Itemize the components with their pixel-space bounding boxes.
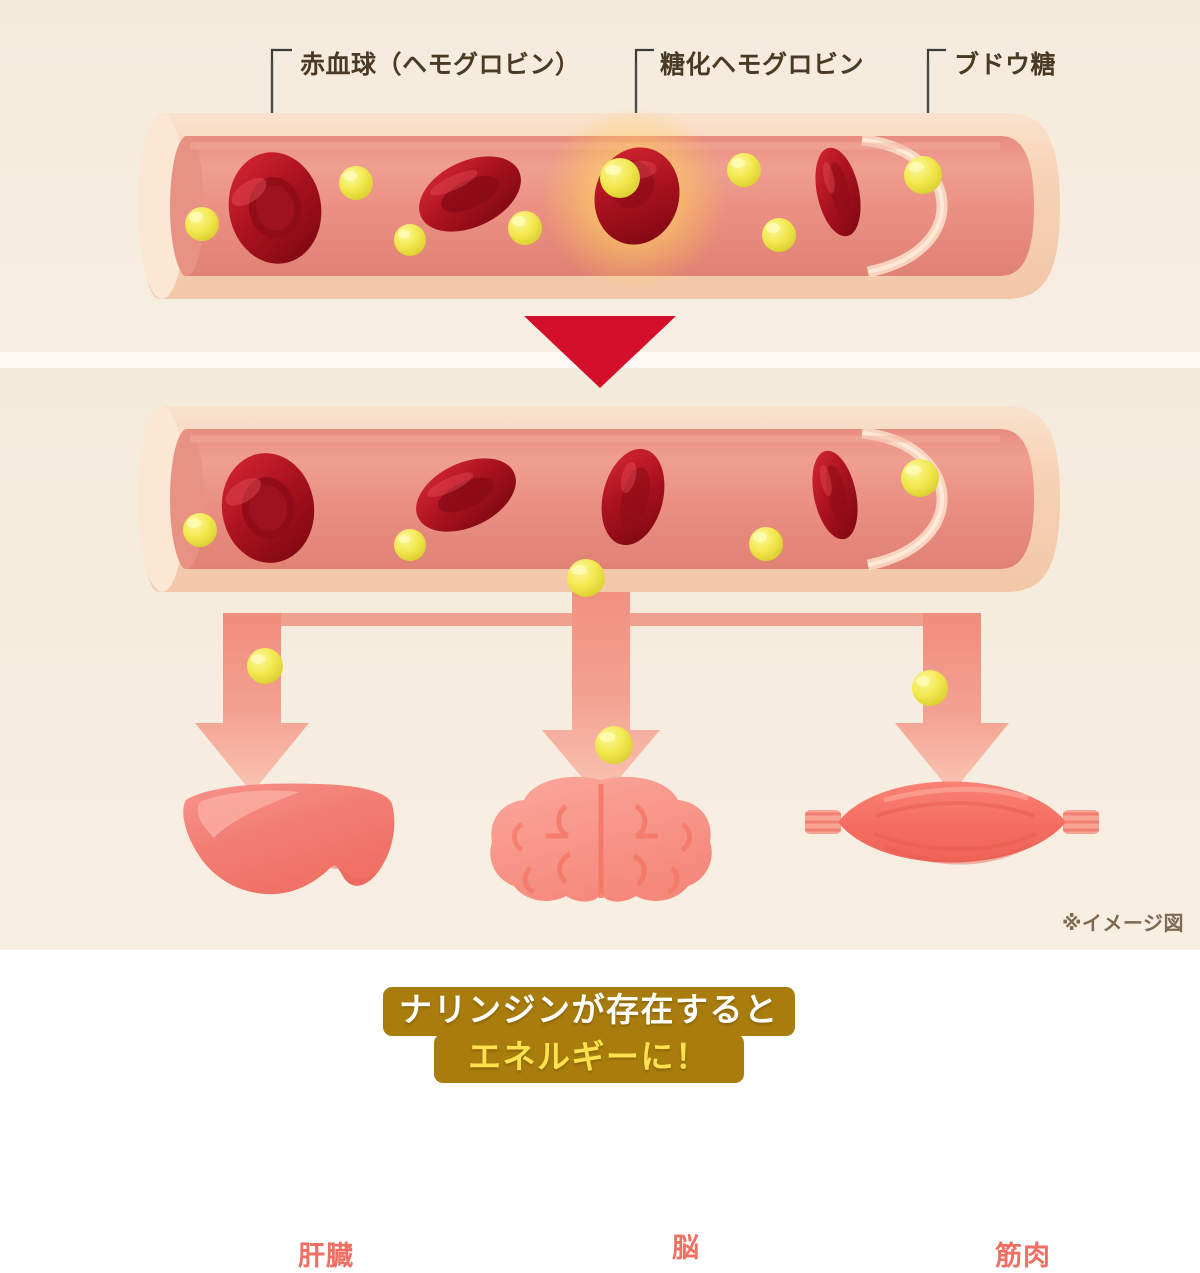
callout-label-glucose: ブドウ糖	[954, 50, 1057, 79]
leader-glucose	[926, 48, 946, 62]
liver-illustration	[183, 783, 395, 895]
glucose-sphere	[901, 459, 939, 497]
transition-arrow-icon	[524, 316, 676, 388]
muscle-illustration	[805, 781, 1099, 865]
connector-left	[250, 613, 610, 626]
red-blood-cell	[221, 453, 315, 563]
red-blood-cell	[419, 156, 521, 232]
glucose-sphere	[394, 224, 426, 256]
arrow-to-liver	[195, 613, 309, 793]
red-blood-cell	[812, 450, 858, 540]
footnote-text: ※イメージ図	[1061, 911, 1184, 935]
red-blood-cell	[601, 448, 665, 546]
leader-glycated-hemoglobin	[634, 48, 654, 62]
glucose-sphere	[567, 559, 605, 597]
glucose-sphere	[727, 153, 761, 187]
glucose-sphere	[595, 726, 633, 764]
energy-panel: ナリンジンが存在すると エネルギーに！ 肝臓 脳 筋肉	[0, 368, 1200, 1272]
highlight-banner: ナリンジンが存在すると エネルギーに！	[383, 987, 795, 1083]
connector-right	[600, 613, 952, 626]
vessel-opening-highlight-top	[861, 138, 944, 274]
glucose-sphere	[508, 211, 542, 245]
organ-label-muscle: 筋肉	[995, 1241, 1051, 1272]
glucose-sphere-attached	[600, 158, 640, 198]
glucose-sphere	[339, 166, 373, 200]
glycation-panel: 赤血球（ヘモグロビン） 糖化ヘモグロビン ブドウ糖	[0, 0, 1200, 352]
glucose-sphere	[247, 648, 283, 684]
red-blood-cell	[228, 152, 322, 264]
callout-label-red-blood-cell: 赤血球（ヘモグロビン）	[300, 50, 581, 79]
organ-label-liver: 肝臓	[298, 1241, 354, 1272]
vessel-opening-highlight-bottom	[861, 431, 944, 567]
callout-label-glycated-hemoglobin: 糖化ヘモグロビン	[660, 50, 865, 79]
banner-line-accent: エネルギーに！	[434, 1033, 744, 1083]
vessel-lumen-cap-bottom	[170, 429, 204, 569]
brain-illustration	[490, 776, 712, 902]
glucose-sphere	[762, 218, 796, 252]
red-blood-cell	[416, 458, 516, 532]
leader-red-blood-cell	[270, 48, 292, 62]
vessel-lumen-cap-top	[170, 136, 204, 276]
glucose-sphere	[185, 207, 219, 241]
glucose-sphere	[904, 156, 942, 194]
organ-label-brain: 脳	[672, 1233, 700, 1264]
arrow-to-brain	[542, 568, 660, 800]
banner-line-primary: ナリンジンが存在すると	[383, 987, 795, 1036]
distribution-arrows	[195, 568, 1009, 800]
blood-vessel-top	[138, 106, 1061, 299]
vessel-left-cap-top	[138, 113, 186, 299]
glucose-sphere	[394, 529, 426, 561]
blood-vessel-bottom	[138, 406, 1099, 902]
glucose-sphere	[183, 513, 217, 547]
vessel-left-cap-bottom	[138, 406, 186, 592]
glucose-sphere	[912, 670, 948, 706]
arrow-to-muscle	[895, 613, 1009, 793]
glucose-sphere	[749, 527, 783, 561]
red-blood-cell	[815, 147, 861, 237]
